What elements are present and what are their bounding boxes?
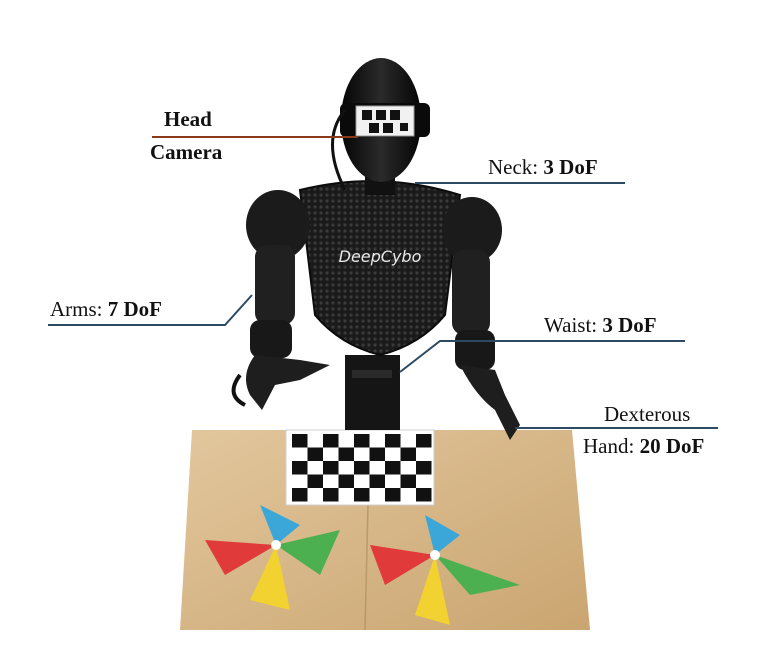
checkerboard-square: [292, 461, 308, 475]
waist-callout-line: [400, 341, 685, 372]
robot-head: [333, 58, 431, 195]
checkerboard-square: [323, 488, 339, 502]
checkerboard-square: [323, 434, 339, 448]
checkerboard-square: [323, 461, 339, 475]
hand-label-line1: Dexterous: [604, 404, 690, 425]
checkerboard-square: [416, 434, 432, 448]
hand-label: Hand: 20 DoF: [583, 436, 704, 457]
checkerboard-square: [354, 461, 370, 475]
waist-label-dof: 3 DoF: [602, 313, 656, 337]
checkerboard-square: [385, 461, 401, 475]
checkerboard-square: [385, 488, 401, 502]
waist-label: Waist: 3 DoF: [544, 315, 657, 336]
arms-label-dof: 7 DoF: [108, 297, 162, 321]
chest-logo-text: DeepCybo: [339, 247, 422, 266]
hand-label-dof: 20 DoF: [640, 434, 705, 458]
checkerboard-marker: [286, 430, 434, 505]
checkerboard-square: [292, 488, 308, 502]
checkerboard-square: [370, 448, 386, 462]
checkerboard-square: [401, 448, 417, 462]
checkerboard-square: [339, 475, 355, 489]
checkerboard-square: [354, 488, 370, 502]
neck-label-dof: 3 DoF: [543, 155, 597, 179]
checkerboard-square: [416, 488, 432, 502]
head-camera-label-line2: Camera: [150, 142, 222, 163]
waist-label-name: Waist:: [544, 313, 602, 337]
robot-waist: [345, 355, 400, 430]
checkerboard-square: [370, 475, 386, 489]
checkerboard-square: [416, 461, 432, 475]
neck-label: Neck: 3 DoF: [488, 157, 598, 178]
checkerboard-square: [385, 434, 401, 448]
neck-label-name: Neck:: [488, 155, 543, 179]
checkerboard-square: [354, 434, 370, 448]
robot-torso: [300, 181, 460, 355]
arms-label: Arms: 7 DoF: [50, 299, 162, 320]
checkerboard-square: [308, 448, 324, 462]
arms-label-name: Arms:: [50, 297, 108, 321]
head-camera-label-line1: Head: [164, 109, 212, 130]
robot-right-arm: [442, 197, 520, 440]
checkerboard-square: [292, 434, 308, 448]
checkerboard-square: [308, 475, 324, 489]
checkerboard-square: [401, 475, 417, 489]
checkerboard-square: [339, 448, 355, 462]
hand-label-name: Hand:: [583, 434, 640, 458]
